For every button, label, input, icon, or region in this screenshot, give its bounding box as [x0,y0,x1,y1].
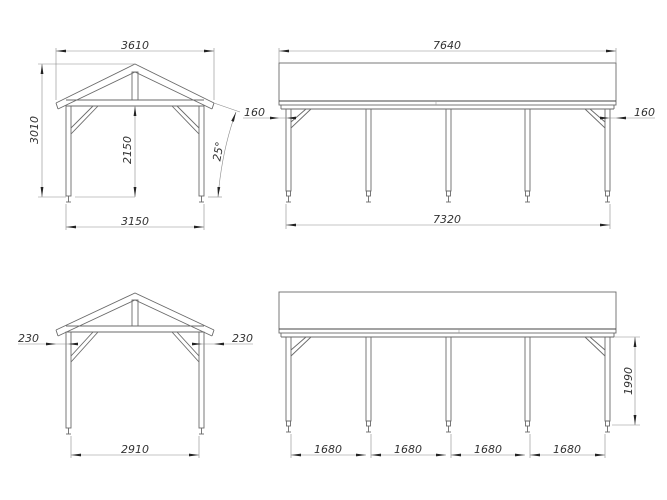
roof-side-lower [278,291,617,338]
dimension-post-span-lower: 2910 [70,436,200,458]
knee-braces-lower [70,331,200,363]
dim-text-bay-1: 1680 [314,443,342,456]
dimension-post-span: 3150 [65,204,205,230]
dim-text-230-left: 230 [18,332,39,345]
side-view-upper: 7640 7320 160 160 [243,39,655,229]
dim-text-230-right: 230 [232,332,253,345]
dim-text-7320: 7320 [433,213,461,226]
gable-roof [55,63,215,110]
dimension-offset-left: 230 [18,332,78,346]
dimension-overhang-right: 160 [600,106,655,120]
dimension-overall-height: 3010 [28,63,135,198]
braces-side [290,108,606,129]
dimension-post-height: 1990 [612,336,640,426]
side-view-lower: 1680 1680 1680 1680 1990 [278,291,640,458]
dimension-offset-right: 230 [192,332,253,346]
posts [65,105,205,203]
posts-side [285,108,611,203]
dimension-overhang-left: 160 [243,106,296,120]
dim-text-7640: 7640 [433,39,461,52]
dim-text-bay-4: 1680 [553,443,581,456]
knee-braces [70,105,200,135]
posts-lower [65,331,205,435]
dim-text-3010: 3010 [28,116,41,144]
dim-text-bay-2: 1680 [394,443,422,456]
gable-roof-lower [55,292,215,337]
dimension-side-post-span: 7320 [285,204,611,229]
dim-text-25-degrees: 25° [210,141,226,162]
dim-text-160-right: 160 [634,106,655,119]
front-view-lower: 230 230 2910 [18,292,253,458]
posts-side-lower [285,336,611,433]
dim-text-bay-3: 1680 [474,443,502,456]
roof-side [278,62,617,110]
dim-text-3610: 3610 [121,39,149,52]
dimension-overall-width: 3610 [55,39,215,100]
dim-text-1990: 1990 [622,367,635,395]
braces-side-lower [290,336,606,357]
dimension-clear-height: 2150 [75,106,137,198]
dim-text-2150: 2150 [121,136,134,164]
dimension-roof-pitch: 25° [208,102,241,198]
dim-text-160-left: 160 [244,106,265,119]
front-view-upper: 3610 3010 2150 3150 25° [28,39,241,230]
dim-text-3150: 3150 [121,215,149,228]
dimension-bay-spacings: 1680 1680 1680 1680 [290,434,606,458]
dim-text-2910: 2910 [121,443,149,456]
dimension-overall-length: 7640 [278,39,617,63]
